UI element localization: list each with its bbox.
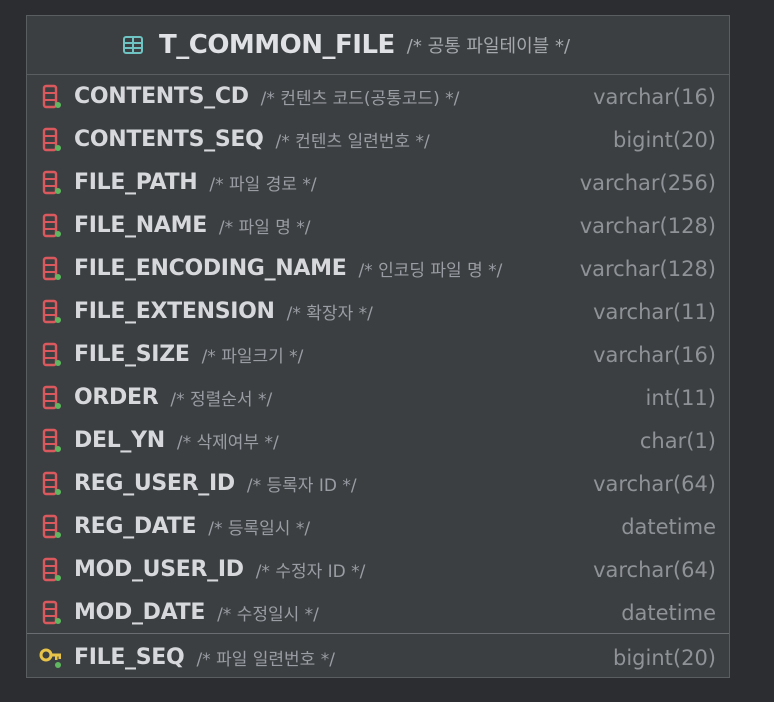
column-row[interactable]: CONTENTS_SEQ /* 컨텐츠 일련번호 */ bigint(20) [27,118,729,161]
column-name: MOD_DATE [74,600,206,625]
column-text: CONTENTS_CD /* 컨텐츠 코드(공통코드) */ [74,75,459,118]
column-row[interactable]: REG_DATE /* 등록일시 */ datetime [27,505,729,548]
column-text: DEL_YN /* 삭제여부 */ [74,419,279,462]
column-icon [42,471,61,496]
column-row[interactable]: ORDER /* 정렬순서 */ int(11) [27,376,729,419]
column-name: CONTENTS_CD [74,84,249,109]
column-icon [42,428,61,453]
column-icon [42,342,61,367]
column-comment: /* 확장자 */ [286,304,373,324]
column-comment: /* 파일 경로 */ [209,175,317,195]
column-row[interactable]: MOD_DATE /* 수정일시 */ datetime [27,591,729,634]
column-row[interactable]: CONTENTS_CD /* 컨텐츠 코드(공통코드) */ varchar(16) [27,75,729,118]
column-name: MOD_USER_ID [74,557,244,582]
column-icon [42,84,61,109]
table-name: T_COMMON_FILE [159,30,395,60]
column-type: varchar(256) [579,170,716,195]
column-type: varchar(64) [593,471,716,496]
column-text: FILE_PATH /* 파일 경로 */ [74,161,317,204]
column-text: ORDER /* 정렬순서 */ [74,376,272,419]
column-icon [42,385,61,410]
column-name: ORDER [74,385,159,410]
column-name: REG_USER_ID [74,471,235,496]
column-row[interactable]: FILE_ENCODING_NAME /* 인코딩 파일 명 */ varchar(… [27,247,729,290]
column-icon [42,557,61,582]
column-text: REG_DATE /* 등록일시 */ [74,505,310,548]
table-header-content: T_COMMON_FILE /* 공통 파일테이블 */ [123,27,570,63]
column-type: varchar(128) [579,256,716,281]
column-row[interactable]: REG_USER_ID /* 등록자 ID */ varchar(64) [27,462,729,505]
column-icon [42,514,61,539]
column-text: FILE_SIZE /* 파일크기 */ [74,333,303,376]
column-icon [42,127,61,152]
column-comment: /* 파일크기 */ [201,347,304,367]
column-text: FILE_EXTENSION /* 확장자 */ [74,290,373,333]
column-type: bigint(20) [613,127,716,152]
column-type: varchar(16) [593,342,716,367]
column-type: char(1) [639,428,716,453]
column-comment: /* 컨텐츠 코드(공통코드) */ [260,89,460,109]
column-name: FILE_ENCODING_NAME [74,256,347,281]
column-text: CONTENTS_SEQ /* 컨텐츠 일련번호 */ [74,118,430,161]
column-row[interactable]: DEL_YN /* 삭제여부 */ char(1) [27,419,729,462]
column-name: CONTENTS_SEQ [74,127,264,152]
table-entity[interactable]: T_COMMON_FILE /* 공통 파일테이블 */ CONTENTS_CD… [26,15,730,678]
primary-key-name: FILE_SEQ [74,645,185,670]
column-type: varchar(64) [593,557,716,582]
column-row[interactable]: FILE_EXTENSION /* 확장자 */ varchar(11) [27,290,729,333]
table-header[interactable]: T_COMMON_FILE /* 공통 파일테이블 */ [27,16,729,75]
table-icon [123,36,143,54]
column-type: varchar(128) [579,213,716,238]
primary-key-divider [27,633,729,634]
column-comment: /* 삭제여부 */ [176,433,279,453]
column-type: int(11) [645,385,717,410]
column-name: FILE_EXTENSION [74,299,275,324]
column-type: varchar(11) [593,299,716,324]
column-type: datetime [621,514,716,539]
primary-key-comment: /* 파일 일련번호 */ [196,650,335,670]
column-comment: /* 등록일시 */ [208,519,311,539]
column-name: DEL_YN [74,428,165,453]
column-icon [42,600,61,625]
column-name: FILE_PATH [74,170,198,195]
column-name: REG_DATE [74,514,197,539]
primary-key-icon [39,648,61,668]
column-comment: /* 인코딩 파일 명 */ [358,261,503,281]
column-row[interactable]: FILE_PATH /* 파일 경로 */ varchar(256) [27,161,729,204]
primary-key-type: bigint(20) [613,645,716,670]
column-text: MOD_USER_ID /* 수정자 ID */ [74,548,365,591]
column-name: FILE_SIZE [74,342,190,367]
column-row[interactable]: FILE_SIZE /* 파일크기 */ varchar(16) [27,333,729,376]
column-icon [42,256,61,281]
column-text: FILE_ENCODING_NAME /* 인코딩 파일 명 */ [74,247,502,290]
column-text: FILE_NAME /* 파일 명 */ [74,204,311,247]
column-icon [42,170,61,195]
column-text: MOD_DATE /* 수정일시 */ [74,591,319,634]
column-text: REG_USER_ID /* 등록자 ID */ [74,462,357,505]
column-icon [42,213,61,238]
column-comment: /* 등록자 ID */ [246,476,357,496]
column-type: varchar(16) [593,84,716,109]
column-comment: /* 컨텐츠 일련번호 */ [275,132,430,152]
column-comment: /* 수정자 ID */ [255,562,366,582]
table-comment: /* 공통 파일테이블 */ [406,36,571,57]
column-comment: /* 수정일시 */ [217,605,319,625]
primary-key-row[interactable]: FILE_SEQ /* 파일 일련번호 */ bigint(20) [27,636,729,679]
column-comment: /* 파일 명 */ [218,218,311,238]
column-comment: /* 정렬순서 */ [170,390,273,410]
column-name: FILE_NAME [74,213,207,238]
column-type: datetime [621,600,716,625]
column-row[interactable]: FILE_NAME /* 파일 명 */ varchar(128) [27,204,729,247]
column-icon [42,299,61,324]
primary-key-text: FILE_SEQ /* 파일 일련번호 */ [74,636,335,679]
column-row[interactable]: MOD_USER_ID /* 수정자 ID */ varchar(64) [27,548,729,591]
